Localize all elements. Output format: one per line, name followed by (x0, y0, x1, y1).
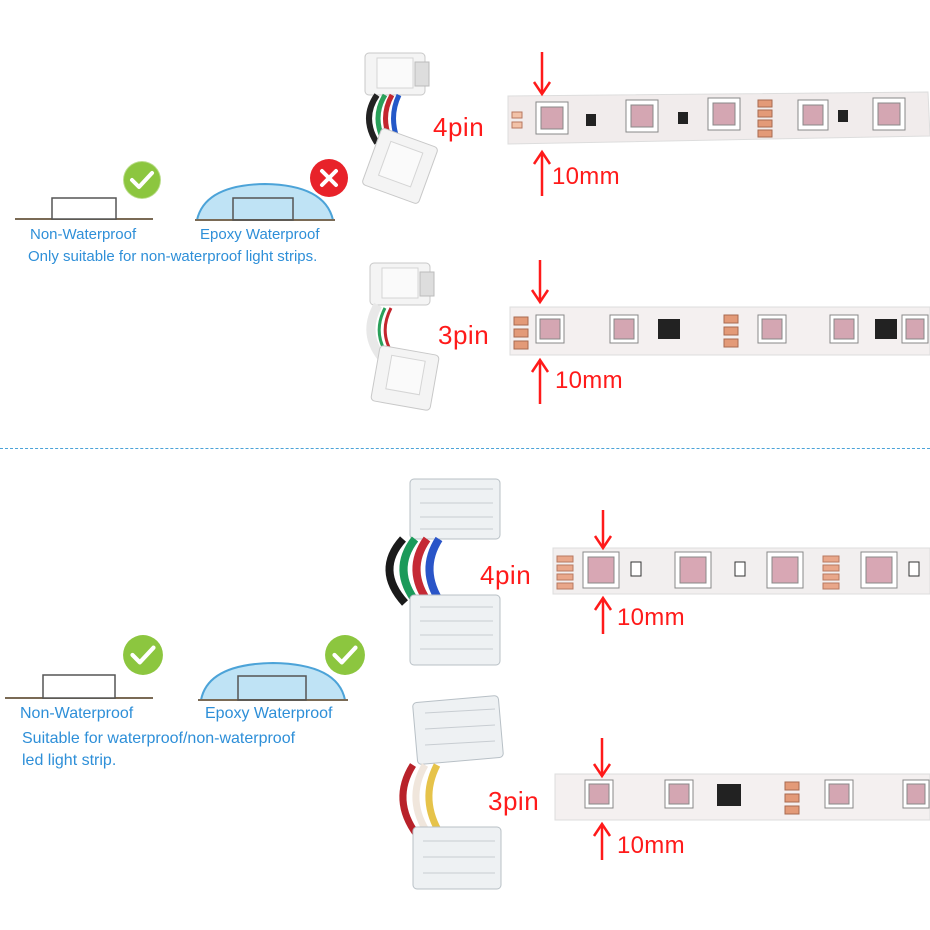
non-waterproof-label: Non-Waterproof (30, 226, 137, 243)
clear-l-connector-3pin-image (399, 695, 504, 890)
width-arrow-up (532, 149, 552, 196)
width-arrow-down (592, 738, 612, 779)
epoxy-waterproof-label: Epoxy Waterproof (200, 226, 320, 243)
led-strip-4pin-image (507, 91, 930, 145)
width-arrow-up (593, 595, 613, 634)
check-icon (324, 634, 366, 681)
non-waterproof-diagram (15, 197, 153, 220)
width-arrow-down (532, 52, 552, 97)
led-strip-3pin-image (509, 306, 930, 356)
l-connector-4pin-image (362, 52, 438, 204)
width-label: 10mm (617, 832, 685, 859)
compatibility-note-line2: led light strip. (22, 752, 117, 769)
non-waterproof-label: Non-Waterproof (20, 705, 134, 722)
pin-label: 3pin (488, 786, 540, 816)
width-label: 10mm (617, 604, 685, 631)
epoxy-waterproof-diagram (195, 182, 335, 221)
compatibility-note-line1: Suitable for waterproof/non-waterproof (22, 730, 296, 747)
epoxy-waterproof-diagram (198, 661, 348, 701)
epoxy-waterproof-label: Epoxy Waterproof (205, 705, 333, 722)
width-arrow-up (592, 821, 612, 860)
compatibility-note: Only suitable for non-waterproof light s… (28, 248, 318, 265)
width-arrow-down (593, 510, 613, 551)
l-connector-3pin-image (366, 262, 440, 411)
led-strip-4pin-image (552, 547, 930, 595)
width-label: 10mm (555, 367, 623, 394)
pin-label: 4pin (480, 560, 532, 590)
width-arrow-down (530, 260, 550, 305)
clear-l-connector-4pin-image (385, 478, 501, 666)
check-icon (122, 160, 162, 205)
pin-label: 3pin (438, 320, 490, 350)
section-divider (0, 448, 930, 449)
cross-icon (309, 158, 349, 203)
width-arrow-up (530, 357, 550, 404)
width-label: 10mm (552, 163, 620, 190)
non-waterproof-diagram (5, 674, 153, 699)
led-strip-3pin-image (554, 773, 930, 821)
check-icon (122, 634, 164, 681)
pin-label: 4pin (433, 112, 485, 142)
